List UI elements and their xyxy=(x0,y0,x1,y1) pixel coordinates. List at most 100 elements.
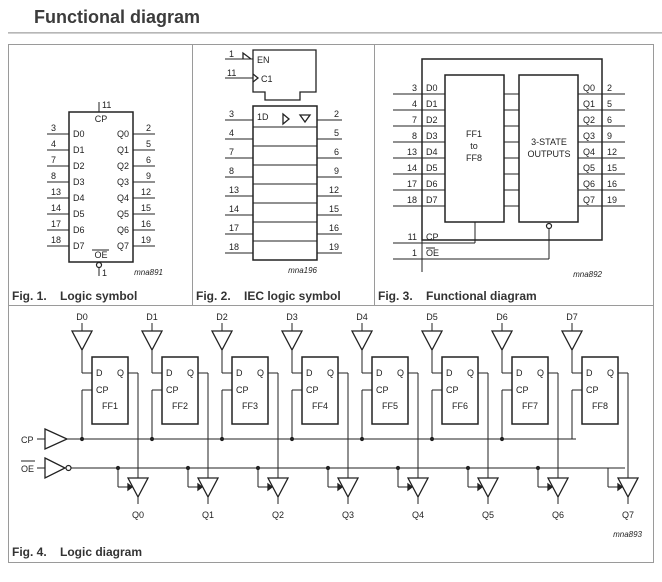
fig3-output-block xyxy=(518,74,579,223)
fig4-flipflop-5 xyxy=(371,356,409,425)
fig4-d-input-label: D2 xyxy=(216,312,228,322)
fig4-ff-name: FF1 xyxy=(102,401,118,411)
fig3-input-label: D5 xyxy=(426,163,438,173)
fig1-output-label: Q3 xyxy=(117,177,129,187)
fig3-input-label: D6 xyxy=(426,179,438,189)
fig4-input-buffer-icon xyxy=(140,330,164,352)
fig4-ff-cp-label: CP xyxy=(586,385,599,395)
fig3-pin-number: 12 xyxy=(607,147,617,157)
fig4-input-buffer-icon xyxy=(560,330,584,352)
fig4-ff-name: FF8 xyxy=(592,401,608,411)
fig2-clock-triangle-icon xyxy=(252,73,260,83)
fig4-enable-arrow-icon xyxy=(127,482,134,492)
fig4-d-input-label: D7 xyxy=(566,312,578,322)
fig1-input-label: D1 xyxy=(73,145,85,155)
fig1-pin-number: 16 xyxy=(141,219,151,229)
fig4-output-buffer-icon xyxy=(266,477,290,499)
fig4-enable-arrow-icon xyxy=(267,482,274,492)
fig4-flipflop-8 xyxy=(581,356,619,425)
fig2-pin-number: 16 xyxy=(329,223,339,233)
fig4-ff-cp-label: CP xyxy=(166,385,179,395)
fig1-output-label: Q2 xyxy=(117,161,129,171)
fig1-pin-number: 2 xyxy=(146,123,151,133)
fig4-ff-q-label: Q xyxy=(257,368,264,378)
fig4-flipflop-3 xyxy=(231,356,269,425)
fig2-pin-number: 1 xyxy=(229,49,234,59)
fig1-pin-number: 15 xyxy=(141,203,151,213)
fig2-buffer-icon xyxy=(282,112,291,126)
fig2-pin-number: 7 xyxy=(229,147,234,157)
page-title: Functional diagram xyxy=(34,7,201,27)
fig4-cp-label: CP xyxy=(21,435,34,445)
fig3-pin-number: 3 xyxy=(412,83,417,93)
fig4-output-buffer-icon xyxy=(336,477,360,499)
fig4-ff-q-label: Q xyxy=(117,368,124,378)
fig4-ff-q-label: Q xyxy=(397,368,404,378)
fig3-pin-number: 7 xyxy=(412,115,417,125)
fig3-pin-number: 15 xyxy=(607,163,617,173)
title-divider xyxy=(8,32,662,34)
fig4-input-buffer-icon xyxy=(350,330,374,352)
fig3-pin-number: 1 xyxy=(412,248,417,258)
fig3-output-block-label: 3-STATE xyxy=(531,137,567,147)
fig1-output-label: Q0 xyxy=(117,129,129,139)
fig1-pin-number: 18 xyxy=(51,235,61,245)
fig4-junction-dot xyxy=(499,436,505,442)
fig3-pin-number: 16 xyxy=(607,179,617,189)
fig3-pin-number: 2 xyxy=(607,83,612,93)
fig4-enable-arrow-icon xyxy=(407,482,414,492)
fig4-ff-q-label: Q xyxy=(607,368,614,378)
fig1-pin-number: 6 xyxy=(146,155,151,165)
fig4-q-output-label: Q5 xyxy=(482,510,494,520)
fig4-output-buffer-icon xyxy=(406,477,430,499)
fig4-ff-d-label: D xyxy=(446,368,453,378)
fig1-input-label: D2 xyxy=(73,161,85,171)
fig4-caption-text: Logic diagram xyxy=(60,545,143,559)
fig4-ff-name: FF4 xyxy=(312,401,328,411)
fig1-pin-label: CP xyxy=(95,114,108,124)
fig4-ff-cp-label: CP xyxy=(516,385,529,395)
fig4-q-output-label: Q6 xyxy=(552,510,564,520)
fig4-d-input-label: D3 xyxy=(286,312,298,322)
fig4-output-buffer-icon xyxy=(546,477,570,499)
fig4-d-input-label: D4 xyxy=(356,312,368,322)
fig4-ff-cp-label: CP xyxy=(376,385,389,395)
fig4-d-input-label: D0 xyxy=(76,312,88,322)
fig1-code: mna891 xyxy=(134,268,163,277)
fig2-pin-number: 13 xyxy=(229,185,239,195)
fig3-pin-number: 11 xyxy=(408,232,417,242)
fig1-pin-number: 13 xyxy=(51,187,61,197)
fig2-register-body xyxy=(252,105,318,261)
fig1-pin-number: 14 xyxy=(51,203,61,213)
fig4-oe-inverter-icon xyxy=(44,456,67,480)
fig2-pin-number: 3 xyxy=(229,109,234,119)
fig1-pin-number: 19 xyxy=(141,235,151,245)
fig4-ff-d-label: D xyxy=(236,368,243,378)
fig2-code: mna196 xyxy=(288,266,317,275)
fig4-flipflop-7 xyxy=(511,356,549,425)
fig4-inversion-bubble xyxy=(65,464,72,472)
fig2-pin-number: 12 xyxy=(329,185,339,195)
fig2-pin-number: 15 xyxy=(329,204,339,214)
fig4-q-output-label: Q3 xyxy=(342,510,354,520)
fig4-junction-dot xyxy=(359,436,365,442)
fig1-input-label: D7 xyxy=(73,241,85,251)
fig4-output-buffer-icon xyxy=(476,477,500,499)
fig4-ff-d-label: D xyxy=(306,368,313,378)
fig4-ff-cp-label: CP xyxy=(236,385,249,395)
fig1-input-label: D5 xyxy=(73,209,85,219)
fig4-ff-d-label: D xyxy=(516,368,523,378)
fig4-input-buffer-icon xyxy=(280,330,304,352)
fig4-enable-arrow-icon xyxy=(477,482,484,492)
fig1-pin-number: 3 xyxy=(51,123,56,133)
fig1-ic-body xyxy=(68,111,134,263)
fig3-output-block-label: OUTPUTS xyxy=(527,149,570,159)
fig4-q-output-label: Q2 xyxy=(272,510,284,520)
fig4-output-buffer-icon xyxy=(126,477,150,499)
fig2-3state-icon xyxy=(298,114,312,124)
fig3-cp-label: CP xyxy=(426,232,439,242)
